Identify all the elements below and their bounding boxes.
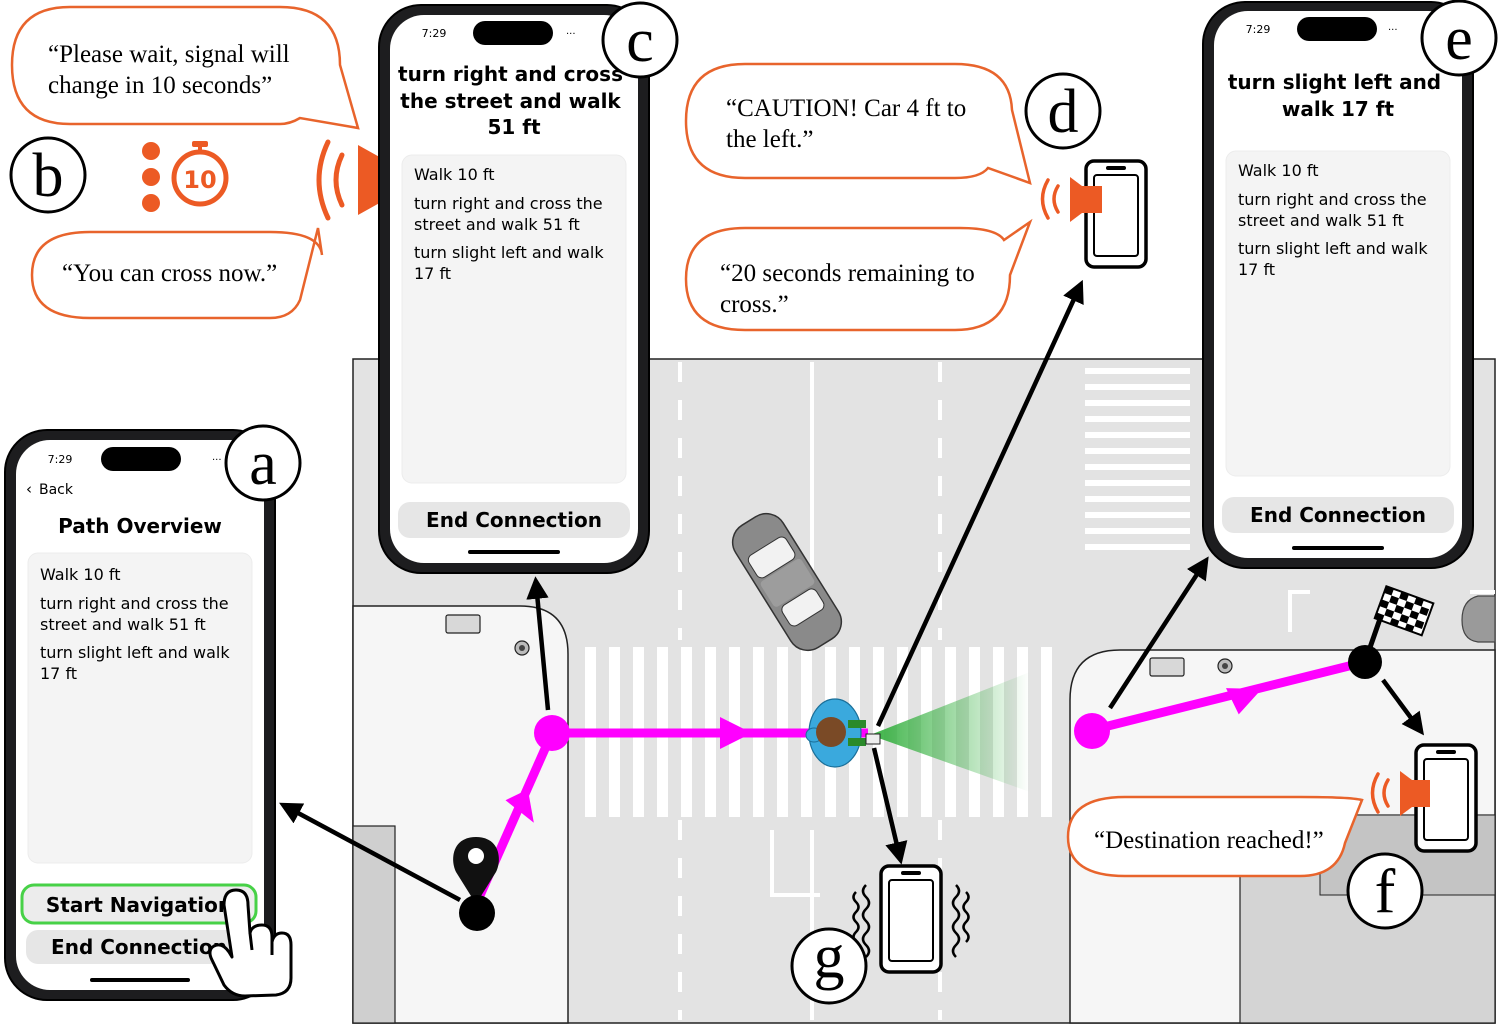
svg-text:···: ··· — [566, 29, 576, 40]
svg-text:“You can cross now.”: “You can cross now.” — [62, 260, 277, 287]
svg-text:d: d — [1048, 78, 1079, 146]
panel-label-e — [1420, 0, 1498, 77]
speech-bubble-remaining — [684, 218, 1033, 332]
step-item: Walk 10 ft — [1238, 161, 1318, 180]
phone-panel-a: 7:29 ··· ‹ Back Path Overview Walk 10 ft… — [4, 429, 276, 1001]
panel-label-d — [1024, 72, 1102, 150]
connector-arrows — [279, 279, 1425, 902]
svg-text:End Connection: End Connection — [426, 508, 602, 532]
utility-box-west — [445, 614, 481, 634]
panel-f-destination-audio: “Destination reached!” f — [1066, 743, 1478, 930]
speech-bubble-destination — [1066, 795, 1364, 878]
vibrating-phone-icon — [852, 864, 970, 974]
panel-label-a — [224, 424, 302, 502]
svg-text:···: ··· — [1388, 25, 1398, 36]
back-chevron-icon[interactable]: ‹ — [26, 480, 32, 498]
end-connection-button[interactable] — [26, 930, 252, 964]
step-list-card — [27, 552, 253, 864]
phone-panel-e: 7:29 ··· turn slight left and walk 17 ft… — [1202, 1, 1474, 569]
status-time: 7:29 — [48, 453, 73, 466]
speech-bubble-wait — [10, 5, 360, 130]
building-west — [352, 825, 396, 1024]
speaker-icon — [1040, 177, 1102, 222]
waypoint-start-corner — [534, 715, 570, 751]
svg-text:10: 10 — [183, 166, 216, 194]
svg-text:7:29: 7:29 — [422, 27, 447, 40]
camera-field-of-view — [870, 672, 1030, 792]
panel-b-signal-audio: “Please wait, signal will change in 10 s… — [9, 5, 413, 320]
panel-g-haptic: g — [790, 864, 970, 1005]
svg-text:“20 seconds remaining to: “20 seconds remaining to cross.” — [720, 260, 981, 318]
utility-box-east — [1149, 657, 1185, 677]
step-item: Walk 10 ft — [40, 565, 120, 584]
speaker-icon — [1370, 771, 1430, 816]
svg-text:a: a — [249, 430, 277, 498]
current-instruction: turn right and cross the street and walk… — [398, 62, 630, 139]
start-navigation-label: Start Navigation — [46, 893, 232, 917]
start-navigation-button[interactable] — [20, 883, 258, 925]
speech-bubble-cross — [30, 227, 324, 320]
step-list-card — [401, 154, 627, 484]
speech-bubble-caution — [684, 62, 1032, 185]
end-connection-label: End Connection — [51, 935, 227, 959]
svg-text:e: e — [1445, 5, 1473, 73]
pedestrian-icon — [805, 698, 881, 768]
location-pin-icon — [453, 837, 499, 931]
current-instruction: turn slight left and walk 17 ft — [1228, 70, 1448, 121]
svg-text:“CAUTION! Car 4 ft to th: “CAUTION! Car 4 ft to the left.” — [726, 95, 972, 153]
panel-label-f — [1346, 852, 1424, 930]
svg-text:f: f — [1375, 858, 1396, 926]
page-title: Path Overview — [58, 514, 222, 538]
svg-text:c: c — [626, 7, 654, 75]
svg-text:End Connection: End Connection — [1250, 503, 1426, 527]
svg-text:“Please wait, signal will: “Please wait, signal will change in 10 s… — [48, 41, 296, 99]
panel-label-b — [9, 136, 87, 214]
phone-panel-c: 7:29 ··· turn right and cross the street… — [378, 4, 650, 574]
end-connection-button[interactable] — [1222, 497, 1454, 533]
svg-text:7:29: 7:29 — [1246, 23, 1271, 36]
svg-text:“Destination reached!”: “Destination reached!” — [1094, 827, 1324, 854]
car — [731, 512, 843, 652]
crosswalk-north — [1085, 368, 1190, 550]
phone-icon — [1414, 743, 1478, 853]
countdown-timer-icon: 10 — [142, 141, 229, 212]
waypoint-far-corner — [1074, 713, 1110, 749]
tap-hand-icon — [208, 888, 293, 998]
panel-label-c — [601, 1, 679, 79]
finish-flag-icon — [1362, 584, 1435, 663]
svg-text:g: g — [814, 923, 845, 991]
end-connection-button[interactable] — [398, 502, 630, 538]
panel-label-g — [790, 927, 868, 1005]
svg-text:b: b — [33, 142, 64, 210]
phone-icon — [1084, 159, 1148, 269]
back-link[interactable]: Back — [39, 482, 74, 498]
panel-d-caution-audio: “CAUTION! Car 4 ft to the left.” “20 sec… — [684, 62, 1148, 332]
svg-text:···: ··· — [212, 455, 222, 466]
step-list-card — [1225, 150, 1451, 477]
step-item: Walk 10 ft — [414, 165, 494, 184]
sidewalk-west — [352, 605, 569, 1024]
